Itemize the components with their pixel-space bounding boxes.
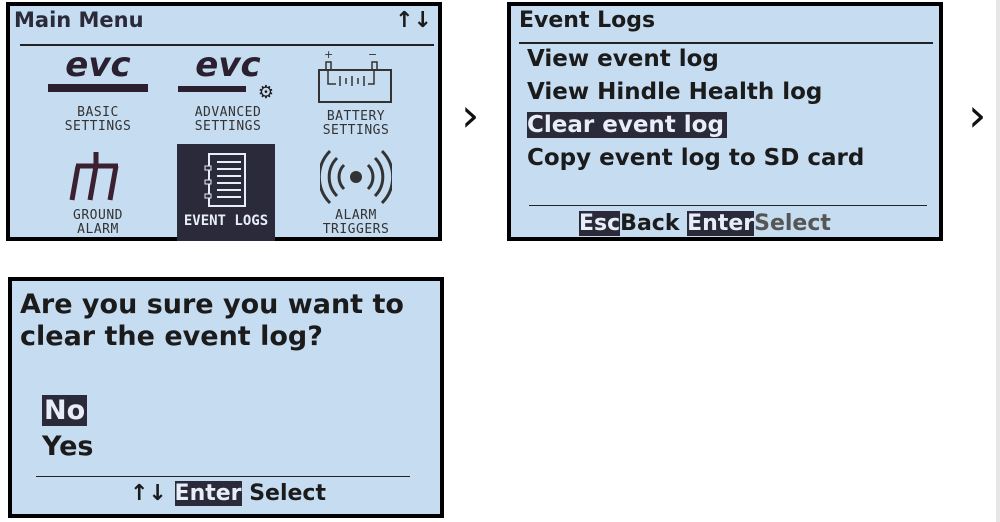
enter-key[interactable]: Enter — [174, 481, 242, 506]
evc-logo-icon: evc — [48, 48, 148, 92]
svg-text:−: − — [368, 50, 377, 61]
menu-label: BASIC — [77, 105, 119, 120]
option-yes[interactable]: Yes — [42, 431, 94, 462]
menu-label: ALARM — [77, 222, 119, 237]
up-down-arrows-icon: ↑↓ — [130, 481, 167, 506]
footer: ↑↓ Enter Select — [130, 481, 326, 506]
menu-item-view-event-log[interactable]: View event log — [527, 46, 719, 72]
flow-arrow-1: › — [461, 88, 480, 142]
scrollbar[interactable] — [996, 0, 1000, 522]
menu-label: ALARM — [335, 208, 377, 223]
menu-label: TRIGGERS — [322, 222, 390, 237]
event-log-icon — [204, 153, 246, 207]
footer: EscBack EnterSelect — [579, 211, 831, 236]
enter-key[interactable]: Enter — [687, 211, 755, 236]
alarm-signal-icon — [320, 149, 392, 205]
main-menu-title: Main Menu — [14, 8, 144, 32]
svg-text:+: + — [324, 50, 333, 61]
menu-label: SETTINGS — [64, 119, 132, 134]
menu-label: ADVANCED — [194, 105, 262, 120]
ground-icon — [69, 152, 119, 201]
esc-key[interactable]: Esc — [579, 211, 621, 236]
flow-arrow-2: › — [968, 88, 987, 142]
menu-label: GROUND — [73, 208, 123, 223]
evc-gear-icon: evc ⚙ — [178, 48, 278, 102]
option-no[interactable]: No — [42, 395, 88, 426]
menu-label: SETTINGS — [194, 119, 262, 134]
event-logs-screen: Event Logs View event log View Hindle He… — [507, 2, 943, 241]
menu-label: SETTINGS — [322, 123, 390, 138]
menu-label: EVENT LOGS — [183, 213, 269, 229]
back-label: Back — [620, 211, 680, 236]
menu-item-view-health-log[interactable]: View Hindle Health log — [527, 79, 823, 105]
up-down-arrows-icon: ↑↓ — [395, 8, 432, 33]
confirm-message-line1: Are you sure you want to — [20, 289, 404, 320]
confirm-clear-screen: Are you sure you want to clear the event… — [8, 277, 444, 518]
menu-item-clear-event-log[interactable]: Clear event log — [527, 112, 727, 138]
menu-item-event-logs[interactable]: EVENT LOGS — [177, 144, 275, 241]
menu-label: BATTERY — [326, 109, 386, 124]
select-label: Select — [249, 481, 326, 506]
select-label: Select — [754, 211, 831, 236]
event-logs-title: Event Logs — [519, 8, 656, 33]
confirm-message-line2: clear the event log? — [20, 321, 323, 352]
battery-icon: +− — [318, 50, 392, 103]
menu-item-copy-to-sd[interactable]: Copy event log to SD card — [527, 145, 865, 171]
